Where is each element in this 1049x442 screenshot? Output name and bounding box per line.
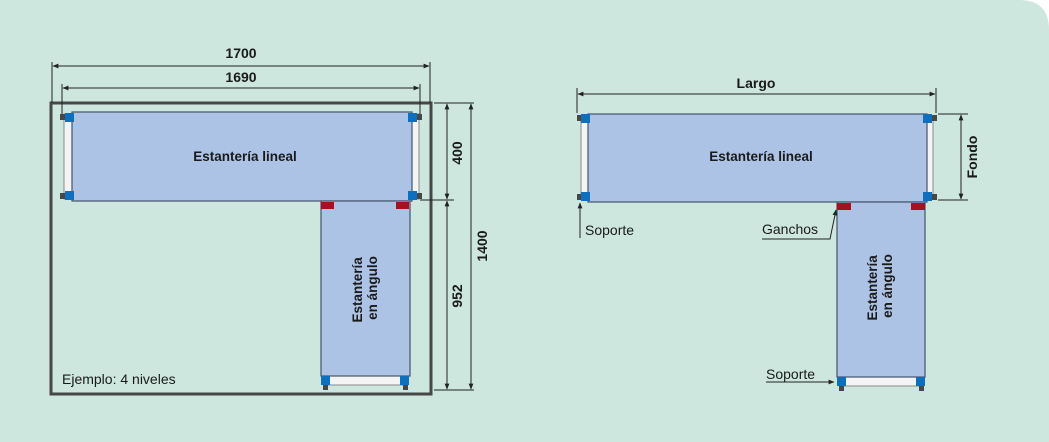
dimension-400-label: 400 bbox=[449, 141, 465, 165]
callout-support-bottom: Soporte bbox=[766, 366, 815, 382]
linear-shelf bbox=[71, 111, 413, 202]
dimension-1700-label: 1700 bbox=[225, 45, 256, 61]
left-diagram: 1700 1690 Estantería lineal Estantería e… bbox=[49, 45, 490, 396]
room-frame bbox=[49, 101, 433, 396]
hook bbox=[911, 203, 925, 210]
right-diagram: Largo Fondo Estantería lineal Estantería… bbox=[576, 75, 980, 391]
callout-hooks-leader bbox=[762, 209, 838, 240]
hook bbox=[837, 203, 851, 210]
upright-post bbox=[65, 191, 74, 200]
linear-shelf bbox=[587, 113, 928, 203]
example-note: Ejemplo: 4 niveles bbox=[62, 371, 176, 387]
dimension-length-label: Largo bbox=[737, 75, 776, 91]
corner-shelf bbox=[320, 200, 411, 377]
upright-post bbox=[408, 191, 417, 200]
upright-post bbox=[923, 114, 932, 123]
upright-post bbox=[581, 192, 590, 201]
dimension-1690-label: 1690 bbox=[225, 69, 256, 85]
upright-post bbox=[923, 192, 932, 201]
upright-post bbox=[837, 377, 846, 386]
hook bbox=[321, 202, 334, 209]
linear-shelf-label: Estantería lineal bbox=[193, 149, 297, 164]
upright-post bbox=[321, 376, 330, 385]
callout-support-top: Soporte bbox=[585, 222, 634, 238]
hook bbox=[396, 202, 409, 209]
callout-hooks: Ganchos bbox=[762, 221, 818, 237]
dimension-1400-label: 1400 bbox=[474, 230, 490, 261]
dimension-952-label: 952 bbox=[449, 284, 465, 308]
corner-shelf-label: Estantería en ángulo bbox=[350, 253, 380, 322]
upright-post bbox=[400, 376, 409, 385]
corner-shelf-label: Estantería en ángulo bbox=[865, 251, 895, 320]
linear-shelf-label: Estantería lineal bbox=[709, 149, 813, 164]
upright-post bbox=[408, 113, 417, 122]
upright-post bbox=[581, 114, 590, 123]
dimension-depth-label: Fondo bbox=[964, 136, 980, 179]
upright-post bbox=[65, 113, 74, 122]
corner-shelf bbox=[836, 201, 926, 378]
upright-post bbox=[916, 377, 925, 386]
